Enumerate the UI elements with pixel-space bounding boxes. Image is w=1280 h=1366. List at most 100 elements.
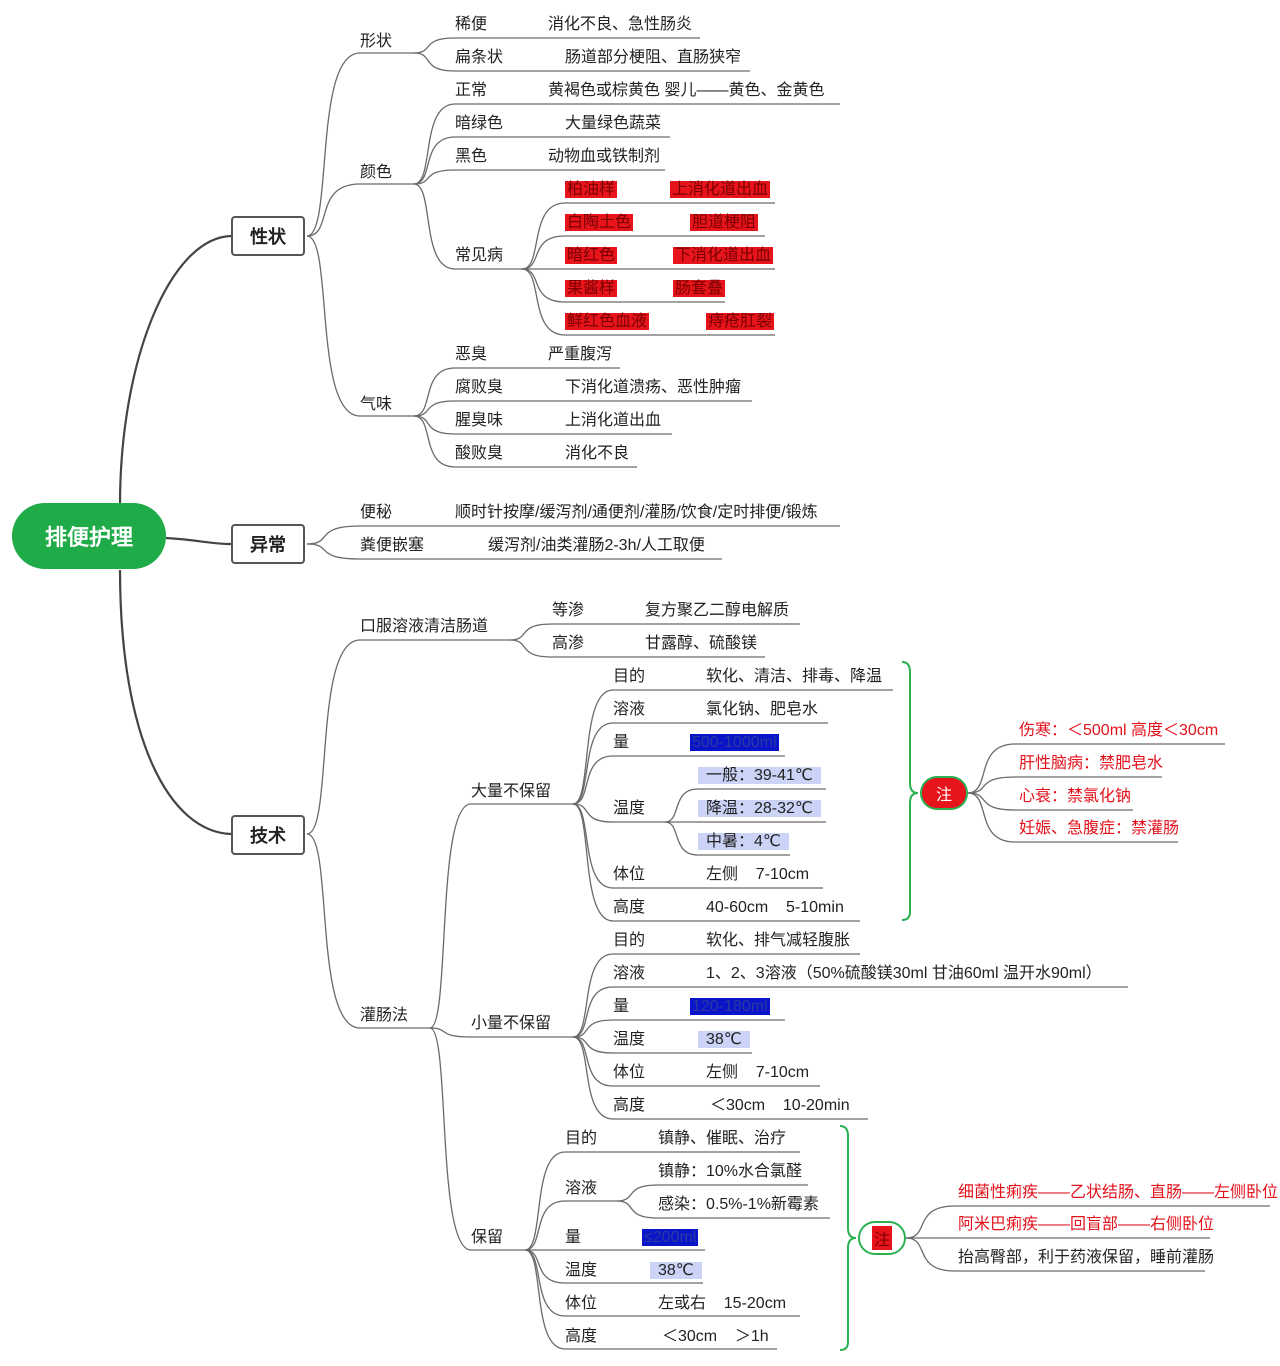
param-name[interactable]: 目的 xyxy=(613,932,646,949)
large-enema-label[interactable]: 大量不保留 xyxy=(471,783,552,800)
smell-item-name[interactable]: 恶臭 xyxy=(455,346,488,363)
connector-line xyxy=(521,202,566,270)
param-value: 38℃ xyxy=(698,1031,750,1048)
abnormal-item-desc: 缓泻剂/油类灌肠2-3h/人工取便 xyxy=(488,537,705,554)
param-name[interactable]: 体位 xyxy=(565,1295,598,1312)
param-value: 左侧 7-10cm xyxy=(706,1064,810,1081)
color-item-name[interactable]: 暗绿色 xyxy=(455,115,504,132)
category-xingzhuang[interactable]: 性状 xyxy=(231,216,305,256)
param-value: ＜30cm 10-20min xyxy=(710,1097,850,1114)
oral-item-desc: 甘露醇、硫酸镁 xyxy=(645,635,758,652)
connector-line xyxy=(521,268,566,336)
connector-line xyxy=(413,136,456,185)
param-value: ≤200ml xyxy=(642,1229,699,1246)
connector-line xyxy=(905,1237,956,1272)
param-name[interactable]: 目的 xyxy=(613,668,646,685)
note-badge[interactable]: 注 xyxy=(920,776,968,810)
common-disease-label[interactable]: 常见病 xyxy=(455,247,504,264)
shape-item-name[interactable]: 稀便 xyxy=(455,16,488,33)
connector-line xyxy=(967,776,1016,794)
param-name[interactable]: 溶液 xyxy=(613,701,646,718)
connector-line xyxy=(413,37,456,54)
color-item-name[interactable]: 黑色 xyxy=(455,148,488,165)
shape-item-name[interactable]: 扁条状 xyxy=(455,49,504,66)
connector-line xyxy=(413,183,456,270)
param-name[interactable]: 温度 xyxy=(613,800,646,817)
connector-line xyxy=(521,235,566,270)
disease-desc: 痔疮肛裂 xyxy=(706,313,775,330)
category-jishu[interactable]: 技术 xyxy=(231,815,305,855)
connector-line xyxy=(429,803,472,1029)
shape-label[interactable]: 形状 xyxy=(360,33,393,50)
param-name[interactable]: 温度 xyxy=(565,1262,598,1279)
connector-line xyxy=(572,953,614,1038)
abnormal-item-name[interactable]: 粪便嵌塞 xyxy=(360,537,425,554)
param-value: 左侧 7-10cm xyxy=(706,866,810,883)
oral-label[interactable]: 口服溶液清洁肠道 xyxy=(360,618,489,635)
param-name[interactable]: 量 xyxy=(565,1229,582,1246)
param-name[interactable]: 高度 xyxy=(565,1328,598,1345)
param-value: 左或右 15-20cm xyxy=(658,1295,787,1312)
disease-name: 鲜红色血液 xyxy=(565,313,650,330)
connector-line xyxy=(413,169,456,185)
smell-item-name[interactable]: 腥臭味 xyxy=(455,412,504,429)
disease-desc: 下消化道出血 xyxy=(673,247,774,264)
connector-line xyxy=(524,1249,566,1284)
connector-line xyxy=(165,536,232,546)
param-name[interactable]: 体位 xyxy=(613,866,646,883)
note-item: 肝性脑病：禁肥皂水 xyxy=(1019,755,1164,772)
note-item: 细菌性痢疾——乙状结肠、直肠——左侧卧位 xyxy=(958,1184,1279,1201)
disease-name: 暗红色 xyxy=(565,247,618,264)
param-name[interactable]: 溶液 xyxy=(565,1180,598,1197)
connector-line xyxy=(901,661,919,921)
temp-value: 降温：28-32℃ xyxy=(698,800,821,817)
param-value: 120-180ml xyxy=(690,998,770,1015)
retention-enema-label[interactable]: 保留 xyxy=(471,1229,504,1246)
color-item-name[interactable]: 正常 xyxy=(455,82,488,99)
param-name[interactable]: 高度 xyxy=(613,1097,646,1114)
connector-line xyxy=(664,821,699,856)
connector-line xyxy=(509,639,553,658)
connector-line xyxy=(118,569,232,836)
param-name[interactable]: 高度 xyxy=(613,899,646,916)
smell-item-name[interactable]: 腐败臭 xyxy=(455,379,504,396)
color-item-desc: 大量绿色蔬菜 xyxy=(565,115,662,132)
connector-line xyxy=(413,367,456,417)
connector-line xyxy=(572,803,614,922)
connector-line xyxy=(616,1184,659,1202)
abnormal-item-name[interactable]: 便秘 xyxy=(360,504,393,521)
param-name[interactable]: 目的 xyxy=(565,1130,598,1147)
note-badge-label: 注 xyxy=(871,1226,892,1250)
note-item: 妊娠、急腹症：禁灌肠 xyxy=(1019,820,1180,837)
color-label[interactable]: 颜色 xyxy=(360,164,393,181)
connector-line xyxy=(572,803,614,823)
small-enema-label[interactable]: 小量不保留 xyxy=(471,1015,552,1032)
oral-item-desc: 复方聚乙二醇电解质 xyxy=(645,602,790,619)
param-value: 感染：0.5%-1%新霉素 xyxy=(658,1196,819,1213)
connector-line xyxy=(616,1200,659,1219)
disease-name: 柏油样 xyxy=(565,181,618,198)
oral-item-name[interactable]: 等渗 xyxy=(552,602,585,619)
connector-line xyxy=(967,743,1016,794)
connector-line xyxy=(524,1249,566,1350)
enema-label[interactable]: 灌肠法 xyxy=(360,1007,409,1024)
param-name[interactable]: 量 xyxy=(613,734,630,751)
category-yichang[interactable]: 异常 xyxy=(231,524,305,564)
note-badge[interactable]: 注 xyxy=(858,1221,906,1255)
connector-line xyxy=(306,639,361,835)
temp-value: 中暑：4℃ xyxy=(698,833,789,850)
temp-value: 一般：39-41℃ xyxy=(698,767,821,784)
connector-line xyxy=(572,689,614,805)
smell-label[interactable]: 气味 xyxy=(360,396,393,413)
oral-item-name[interactable]: 高渗 xyxy=(552,635,585,652)
param-value: 镇静、催眠、治疗 xyxy=(658,1130,787,1147)
param-name[interactable]: 量 xyxy=(613,998,630,1015)
param-value: 500-1000ml xyxy=(690,734,779,751)
param-name[interactable]: 溶液 xyxy=(613,965,646,982)
param-name[interactable]: 温度 xyxy=(613,1031,646,1048)
smell-item-name[interactable]: 酸败臭 xyxy=(455,445,504,462)
param-name[interactable]: 体位 xyxy=(613,1064,646,1081)
connector-line xyxy=(572,1036,614,1120)
root-node[interactable]: 排便护理 xyxy=(12,503,166,569)
